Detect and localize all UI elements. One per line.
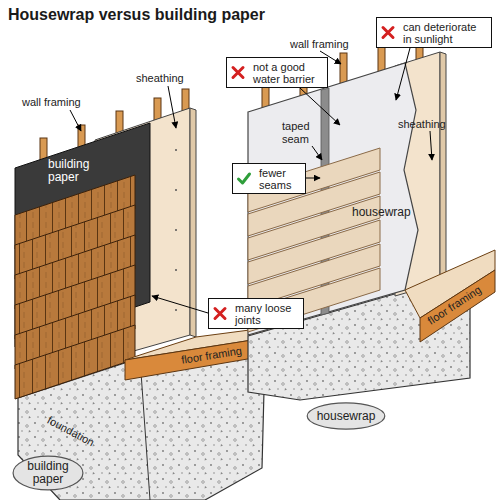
callout-text: not a good water barrier (253, 61, 323, 85)
floor-framing-band (125, 338, 265, 380)
leader-line (152, 296, 208, 313)
green-check-icon (237, 172, 251, 186)
sheathing-edge (440, 52, 446, 285)
check-mark (239, 174, 250, 183)
x-mark (383, 28, 393, 38)
diagram-title: Housewrap versus building paper (8, 6, 265, 24)
callout-box: fewer seams (232, 163, 306, 194)
part-label: wall framing (22, 96, 81, 109)
part-label: floor framing (180, 344, 242, 366)
leader-line (430, 131, 432, 160)
part-label: sheathing (398, 118, 446, 131)
part-label: wall framing (290, 38, 349, 51)
shingle-row (15, 325, 135, 399)
label-oval: building paper (12, 455, 84, 491)
housewrap-sheet (248, 63, 418, 335)
callout-text: fewer seams (259, 167, 301, 191)
oval-text: housewrap (317, 410, 376, 423)
nail (175, 229, 177, 231)
red-x-icon (381, 26, 395, 40)
part-label: sheathing (136, 72, 184, 85)
callout-box: can deteriorate in sunlight (376, 17, 492, 48)
part-label: foundation (45, 414, 96, 450)
part-label: building paper (48, 158, 100, 184)
oval-text: building paper (22, 460, 74, 486)
label-oval: housewrap (306, 402, 386, 430)
callout-box: not a good water barrier (226, 57, 328, 88)
part-label: housewrap (352, 206, 411, 219)
floor-framing-band (420, 270, 495, 342)
nail (175, 189, 177, 191)
icon-bg (213, 307, 227, 321)
oval-shape (13, 456, 83, 490)
nail (175, 269, 177, 271)
red-x-icon (231, 66, 245, 80)
foundation-edge (140, 358, 150, 500)
icon-bg (237, 172, 251, 186)
callout-box: many loose joints (208, 298, 304, 329)
part-label: taped seam (282, 120, 318, 146)
x-mark (233, 68, 243, 78)
icon-bg (381, 26, 395, 40)
leader-line (312, 146, 322, 160)
leader-line (300, 88, 340, 125)
nail (175, 149, 177, 151)
part-label: floor framing (425, 283, 483, 327)
icon-bg (231, 66, 245, 80)
leader-line (70, 110, 81, 131)
red-x-icon (213, 307, 227, 321)
leader-line (168, 86, 176, 128)
nail (175, 309, 177, 311)
leader-line (396, 48, 410, 100)
x-mark (215, 309, 225, 319)
nail-dots (175, 149, 177, 311)
leader-line (306, 178, 320, 179)
oval-shape (307, 403, 385, 429)
callout-text: can deteriorate in sunlight (403, 21, 487, 45)
sheathing-edge (190, 108, 196, 337)
callout-text: many loose joints (235, 302, 299, 326)
